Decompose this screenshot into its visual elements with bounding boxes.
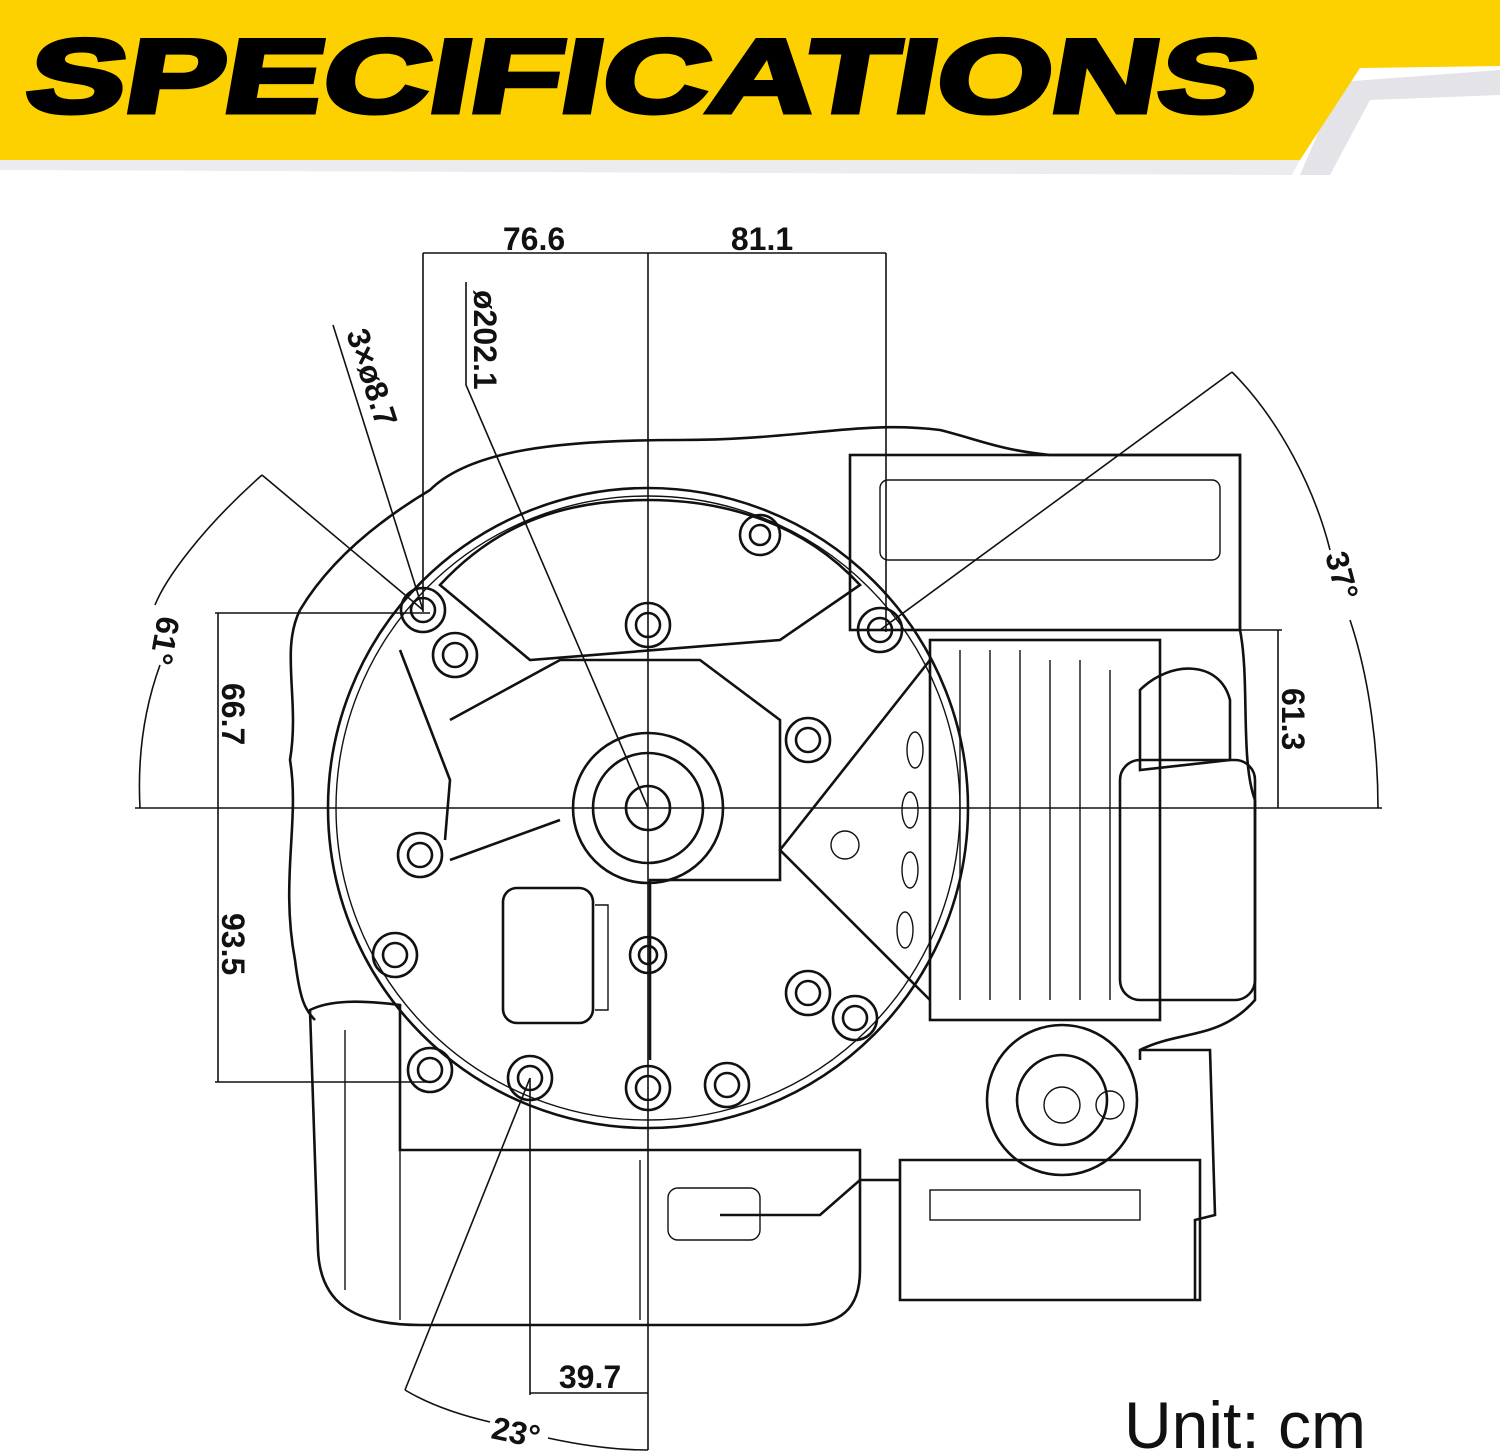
dim-flange-diameter: ø202.1 [467,290,503,390]
dimension-lines [135,252,1382,1451]
header-banner: SPECIFICATIONS [0,0,1500,175]
dim-angle-bottom: 23° [489,1410,544,1455]
bolt-holes [371,513,904,1112]
unit-label: Unit: cm [1124,1388,1366,1456]
dimension-labels: 76.6 81.1 ø202.1 3×ø8.7 61° 66.7 93.5 37… [143,221,1366,1456]
dim-height-upper-left: 66.7 [215,683,251,745]
banner-shape [0,0,1500,160]
engine-outline [287,425,1257,1327]
dim-width-left: 76.6 [503,221,565,257]
dim-height-right: 61.3 [1275,688,1311,750]
dim-width-right: 81.1 [731,221,793,257]
dim-angle-right: 37° [1318,547,1365,603]
dim-angle-left: 61° [143,614,187,668]
dim-offset-bottom: 39.7 [559,1359,621,1395]
page-title: SPECIFICATIONS [18,19,1268,135]
dim-height-lower-left: 93.5 [215,913,251,975]
